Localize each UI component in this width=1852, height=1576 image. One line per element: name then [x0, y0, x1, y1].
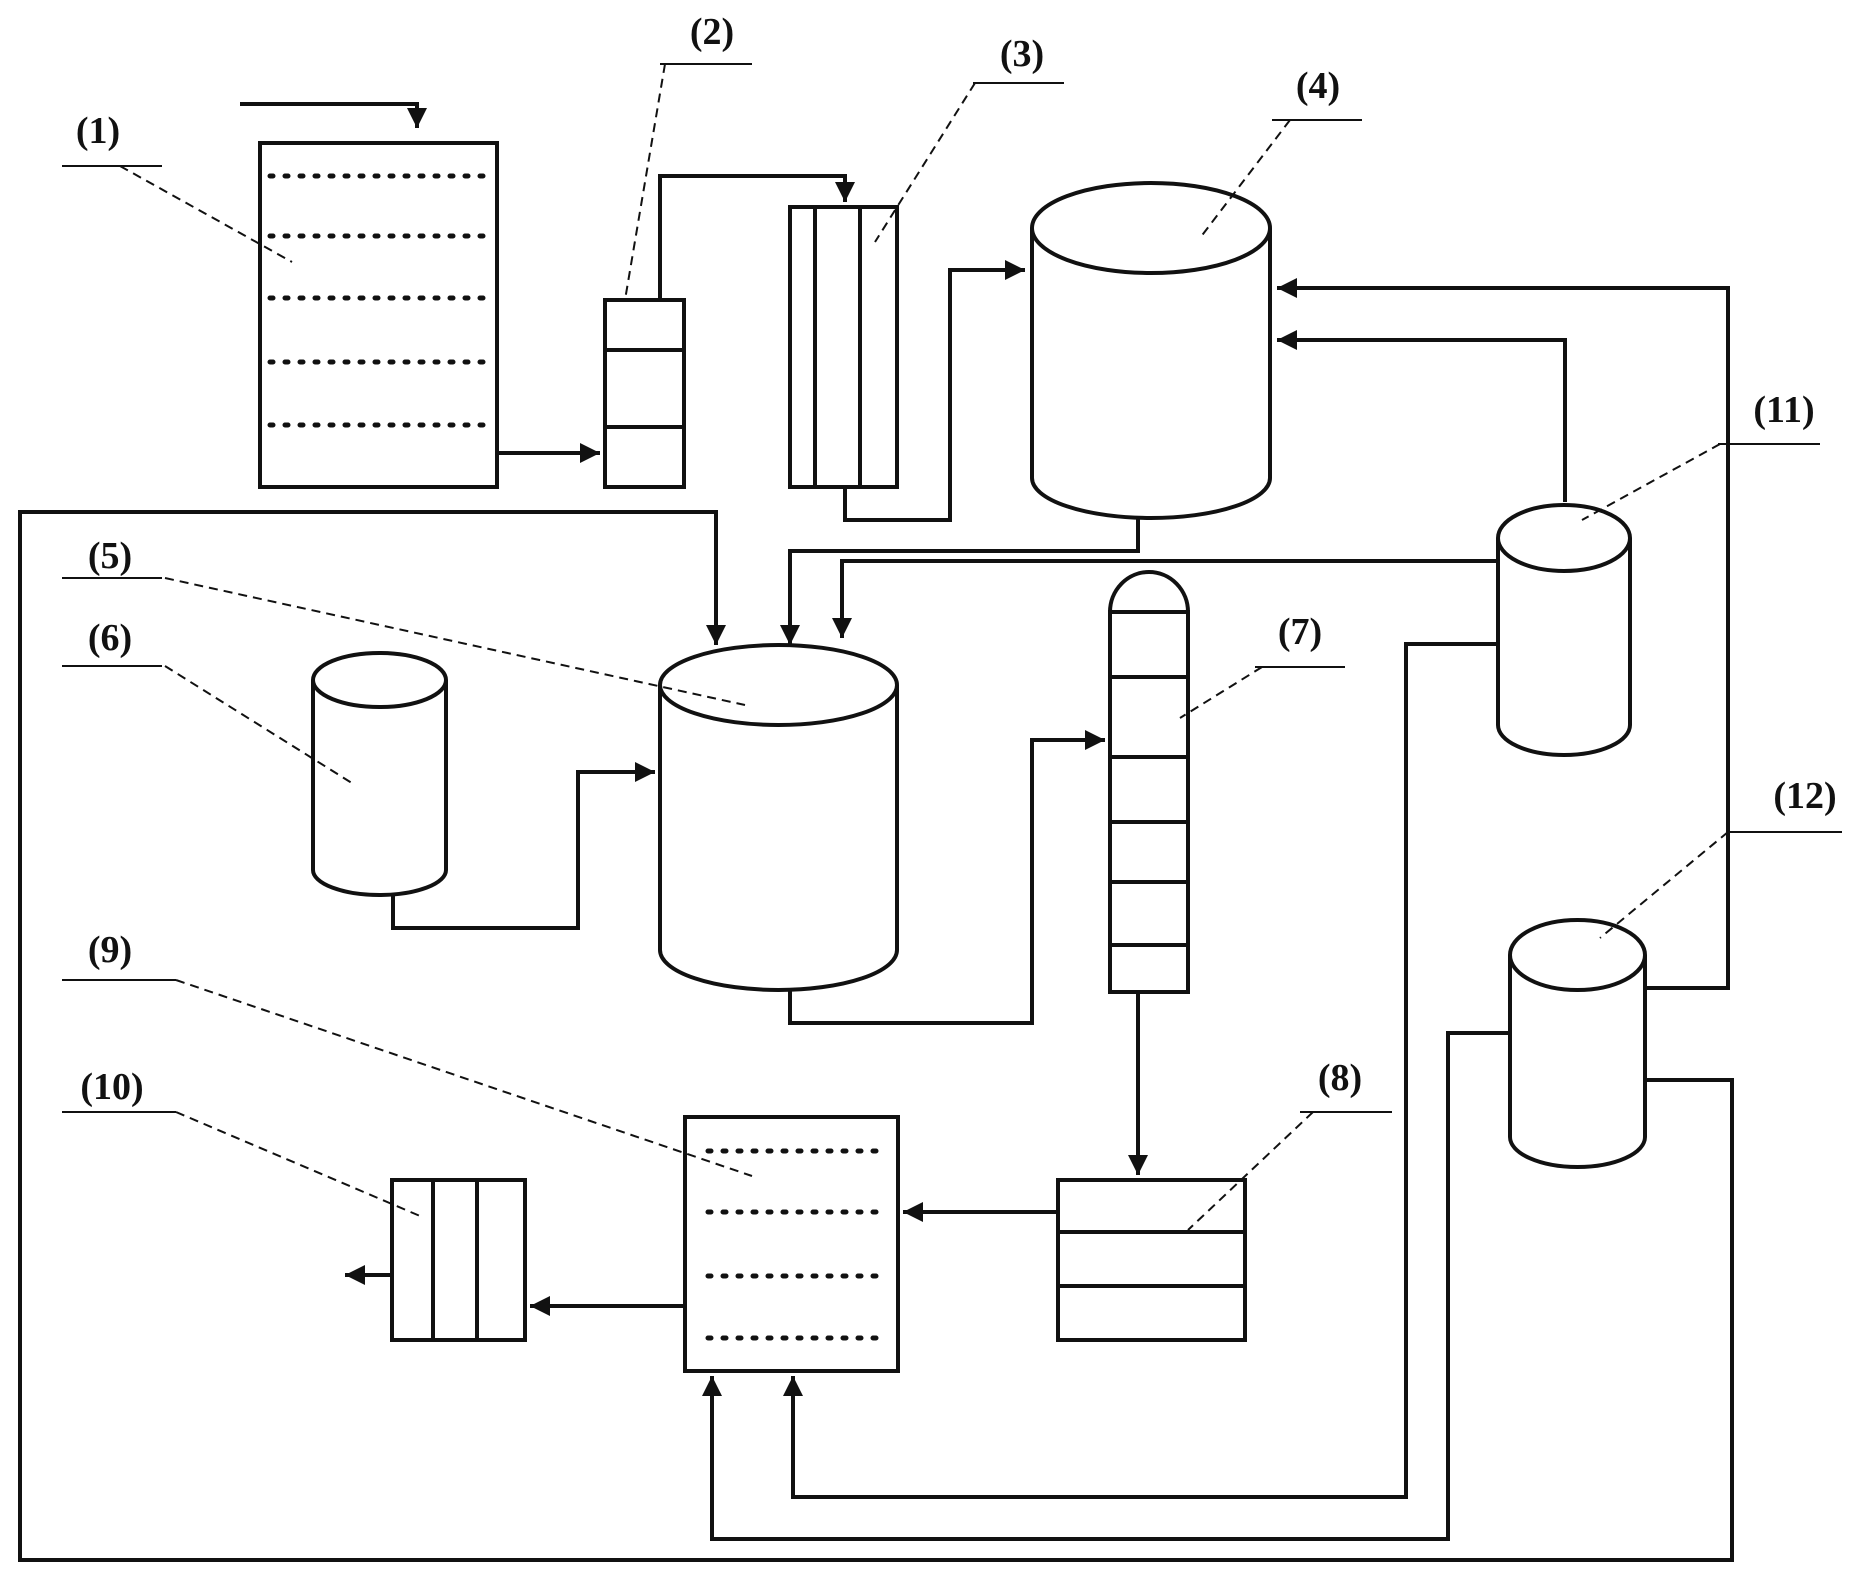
unit-12-tank	[1508, 918, 1647, 1169]
label-12: (12)	[1773, 775, 1836, 817]
flow-11-to-5	[832, 559, 1498, 638]
flow-feed-to-1	[240, 102, 427, 128]
label-4: (4)	[1296, 65, 1340, 107]
leader-5	[164, 577, 746, 706]
leader-11	[1581, 443, 1721, 521]
leader-1	[119, 165, 293, 263]
flow-2-to-3	[658, 174, 855, 300]
leader-4	[1199, 119, 1291, 239]
label-underlines	[62, 63, 1842, 1113]
flow-12-to-4	[1277, 278, 1730, 990]
unit-10-cell-module	[390, 1178, 527, 1342]
label-2: (2)	[690, 11, 734, 53]
unit-1-tray-dryer	[258, 141, 499, 489]
flow-6-to-5	[391, 762, 655, 930]
flow-recycle-to-5	[18, 510, 1532, 1562]
unit-2-stage-box	[603, 298, 686, 489]
unit-9-trays	[705, 1148, 887, 1341]
unit-4-large-tank	[1030, 181, 1272, 520]
unit-8-stage-box	[1056, 1178, 1247, 1342]
label-11: (11)	[1753, 389, 1814, 431]
label-9: (9)	[88, 929, 132, 971]
flow-5-to-7	[788, 730, 1105, 1025]
unit-3-channel-module	[788, 205, 899, 489]
unit-11-tank	[1496, 503, 1632, 757]
unit-1-trays	[267, 173, 495, 428]
unit-7-column	[1108, 570, 1190, 994]
unit-6-small-tank	[311, 651, 448, 897]
flow-11-to-4-upper	[1277, 330, 1567, 502]
leader-3	[874, 82, 976, 243]
leader-2	[624, 63, 666, 301]
leader-9	[175, 979, 753, 1177]
flow-11-to-9	[783, 642, 1498, 1499]
flow-lines	[18, 102, 1734, 1562]
leader-lines	[119, 63, 1729, 1231]
label-10: (10)	[80, 1066, 143, 1108]
leader-12	[1599, 831, 1729, 939]
label-1: (1)	[76, 110, 120, 152]
leader-7	[1179, 666, 1263, 719]
label-7: (7)	[1278, 611, 1322, 653]
unit-labels: (1) (2) (3) (4) (5) (6) (7) (8) (9) (10)…	[76, 11, 1837, 1108]
unit-5-reactor-tank	[658, 643, 899, 992]
flow-12-to-9	[702, 1031, 1510, 1541]
label-6: (6)	[88, 617, 132, 659]
leader-8	[1187, 1111, 1314, 1231]
label-8: (8)	[1318, 1057, 1362, 1099]
flow-4-to-5	[780, 518, 1140, 645]
leader-6	[164, 665, 356, 786]
leader-10	[175, 1111, 421, 1217]
label-5: (5)	[88, 535, 132, 577]
label-3: (3)	[1000, 33, 1044, 75]
flow-3-to-4	[843, 260, 1025, 522]
unit-9-tray-unit	[683, 1115, 900, 1373]
flow-12-recycle	[1530, 1078, 1734, 1562]
